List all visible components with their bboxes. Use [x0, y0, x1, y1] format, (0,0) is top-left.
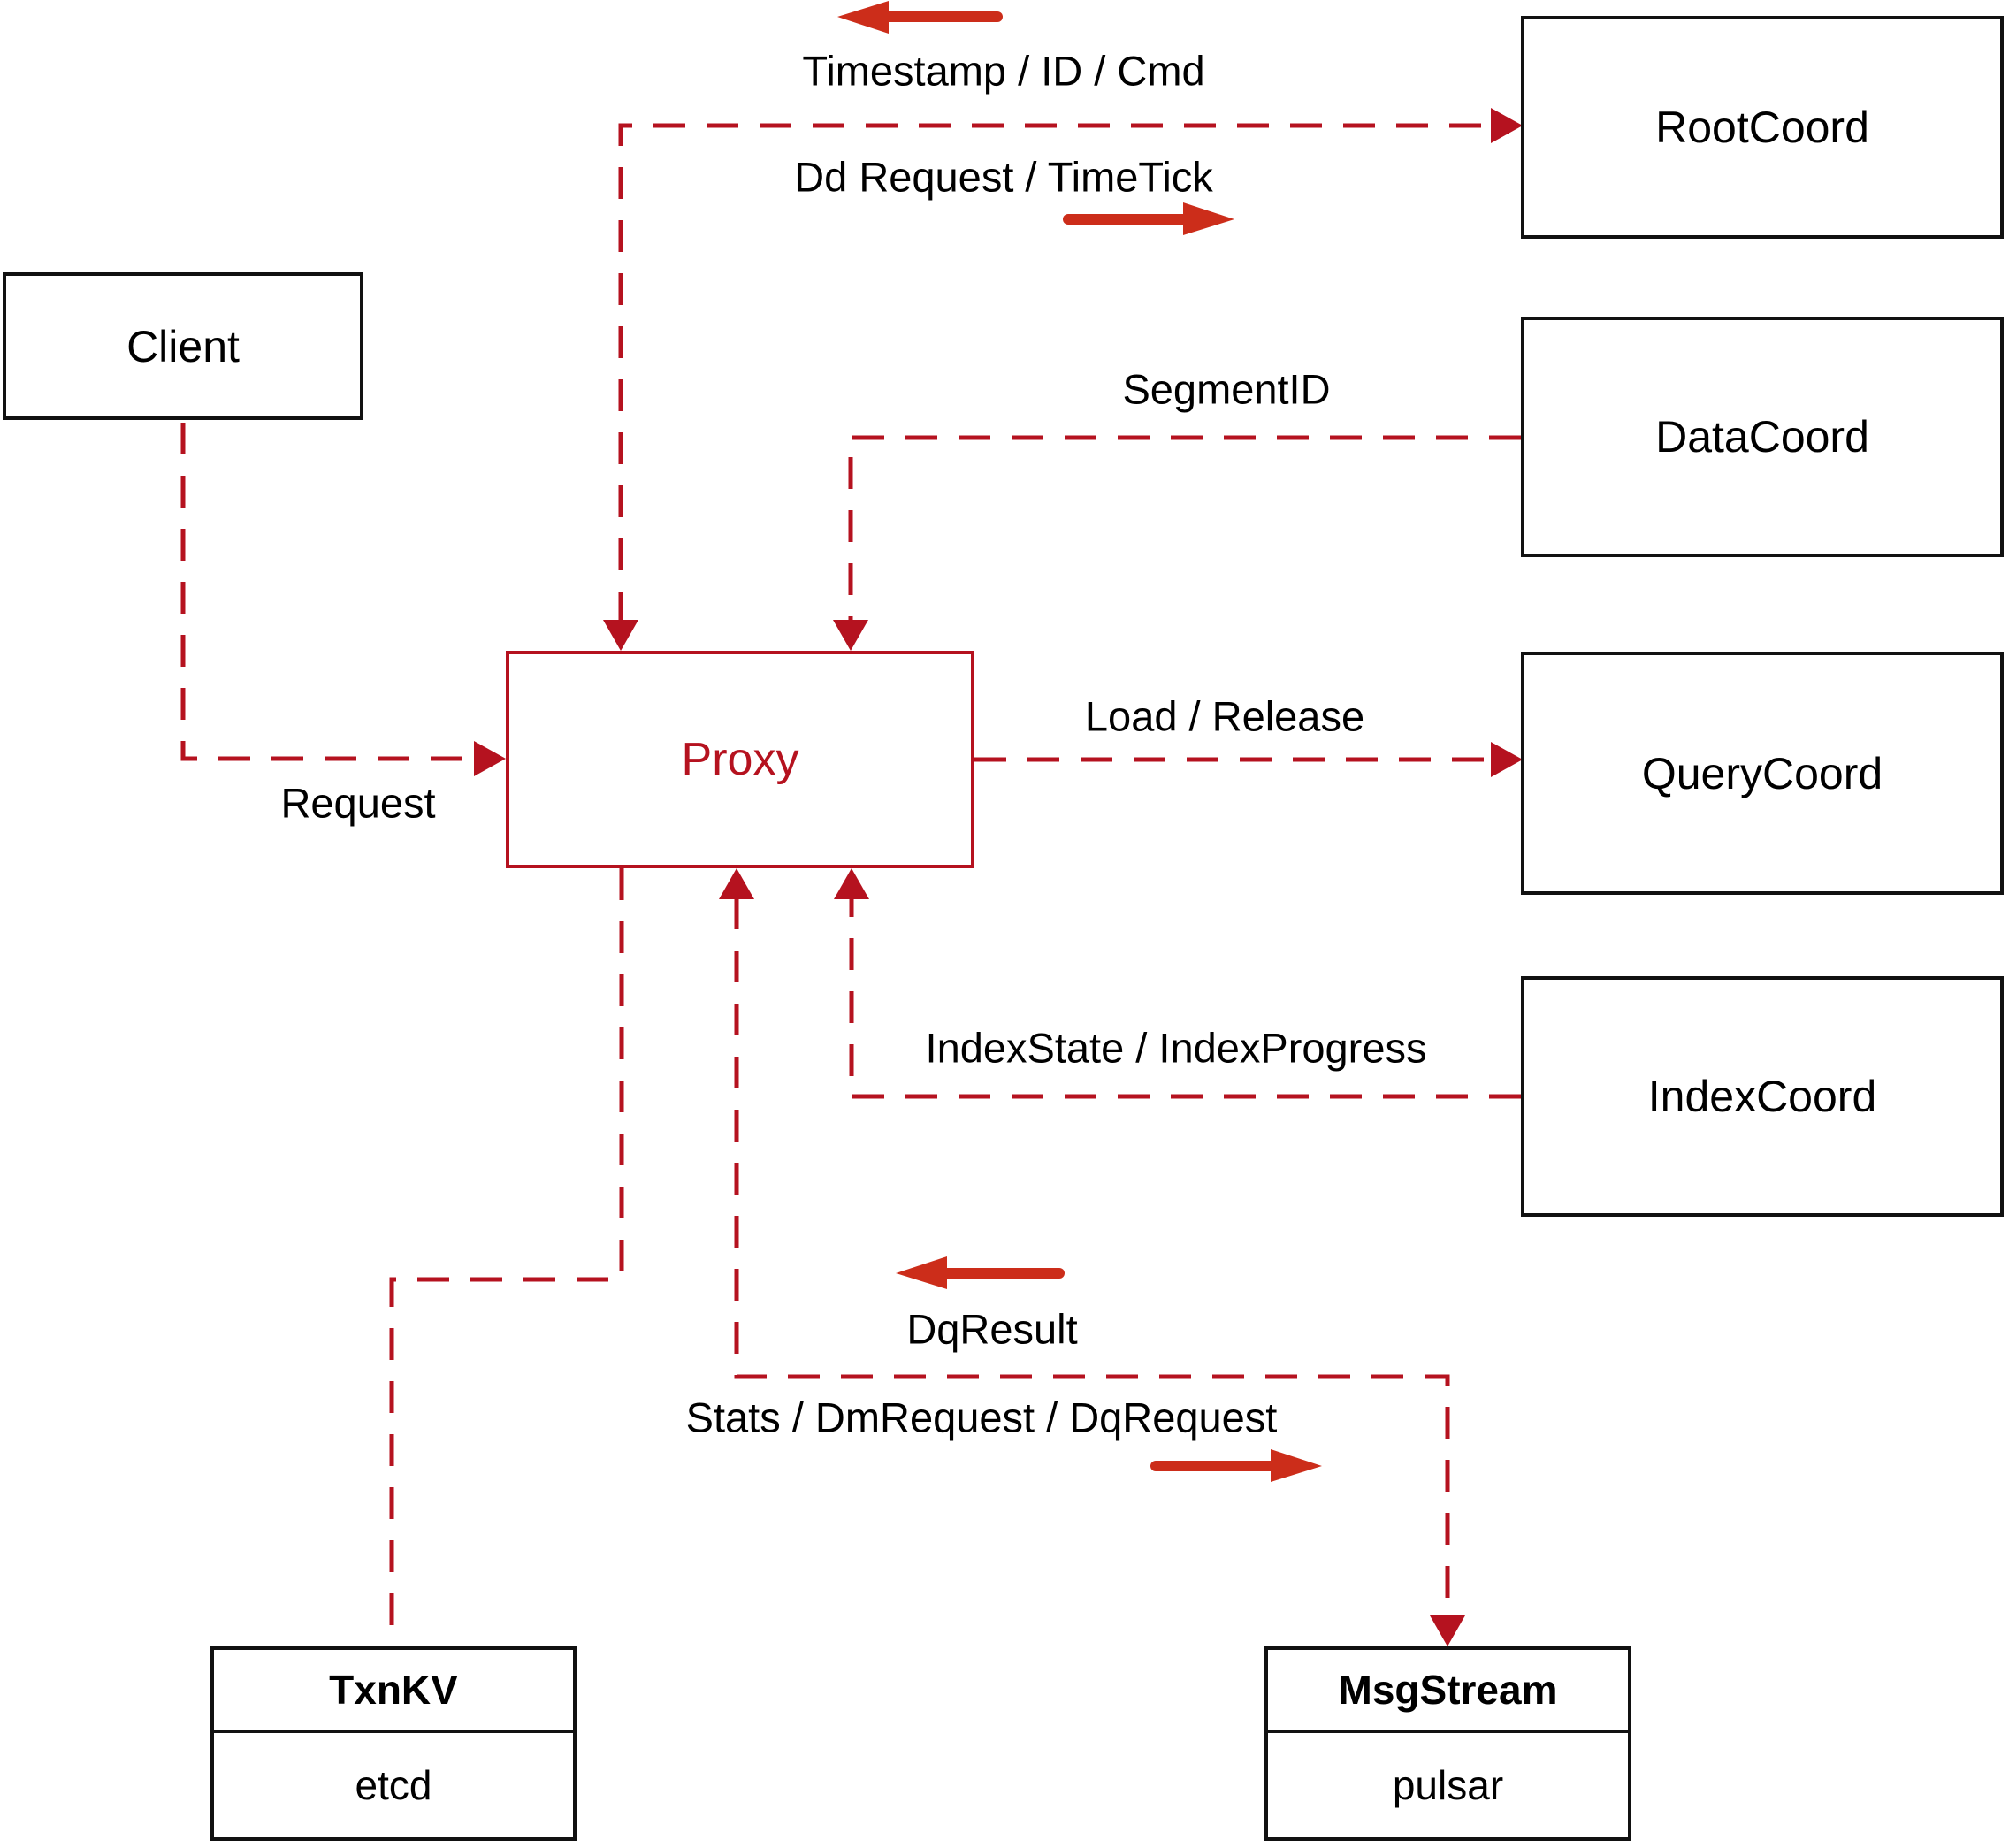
arrowhead-into-msgstream [1430, 1615, 1465, 1646]
arrowhead-into-proxy-bottom-left [719, 868, 754, 899]
edge-label-dd-request-timetick: Dd Request / TimeTick [794, 153, 1213, 201]
edge-label-request: Request [280, 779, 436, 827]
edge-label-dq-result: DqResult [906, 1305, 1078, 1353]
edge-label-stats-dm-dq: Stats / DmRequest / DqRequest [685, 1394, 1278, 1441]
edge-label-index-state: IndexState / IndexProgress [925, 1024, 1427, 1072]
msgstream-impl: pulsar [1392, 1762, 1504, 1808]
client-node: Client [3, 272, 363, 420]
edge-label-segment-id: SegmentID [1122, 365, 1331, 413]
arrowhead-into-proxy-bottom-right [834, 868, 869, 899]
edge-proxy-txnkv [389, 868, 624, 1641]
arrowhead-into-proxy-left [474, 741, 506, 776]
proxy-label: Proxy [681, 734, 799, 785]
edge-label-timestamp-id-cmd: Timestamp / ID / Cmd [802, 47, 1205, 95]
datacoord-label: DataCoord [1655, 412, 1869, 462]
querycoord-node: QueryCoord [1521, 652, 2004, 895]
direction-arrow-left-dqresult [896, 1256, 1065, 1289]
datacoord-node: DataCoord [1521, 317, 2004, 557]
msgstream-header: MsgStream [1268, 1650, 1628, 1733]
direction-arrow-right-stats [1150, 1449, 1322, 1482]
arrowhead-into-proxy-top-right [833, 620, 868, 651]
txnkv-impl: etcd [355, 1762, 432, 1808]
proxy-node: Proxy [506, 651, 974, 868]
msgstream-node: MsgStream pulsar [1264, 1646, 1631, 1841]
edge-proxy-rootcoord [618, 123, 1489, 623]
rootcoord-label: RootCoord [1655, 103, 1869, 152]
edge-indexcoord-proxy [849, 897, 1521, 1099]
edge-proxy-msgstream [734, 897, 1450, 1615]
arrowhead-into-proxy-top-left [603, 620, 638, 651]
edge-client-proxy [180, 423, 476, 761]
edge-datacoord-proxy [848, 435, 1521, 623]
arrowhead-into-rootcoord [1491, 108, 1523, 143]
txnkv-node: TxnKV etcd [210, 1646, 577, 1841]
querycoord-label: QueryCoord [1641, 748, 1883, 798]
arrowhead-into-querycoord [1491, 742, 1523, 777]
direction-arrow-right-top [1063, 202, 1234, 235]
client-label: Client [126, 321, 240, 371]
indexcoord-label: IndexCoord [1647, 1072, 1877, 1121]
txnkv-header: TxnKV [214, 1650, 573, 1733]
edge-label-load-release: Load / Release [1084, 692, 1365, 740]
direction-arrow-left-top [837, 1, 1003, 34]
indexcoord-node: IndexCoord [1521, 976, 2004, 1217]
rootcoord-node: RootCoord [1521, 16, 2004, 239]
